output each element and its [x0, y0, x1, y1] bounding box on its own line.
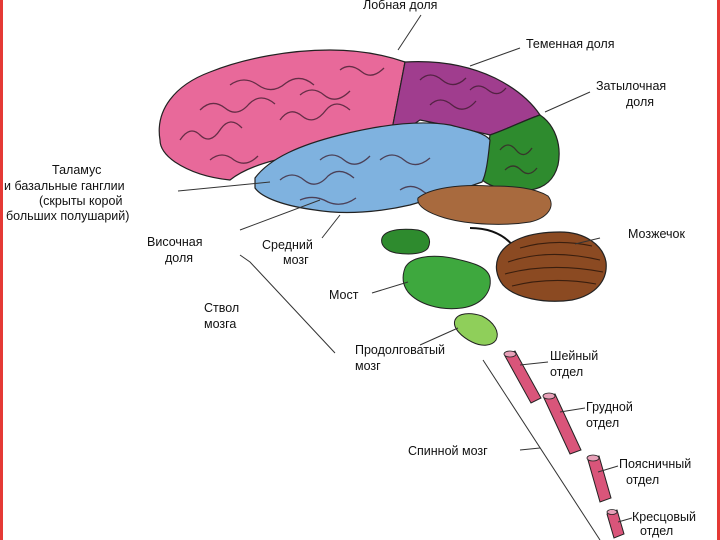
spinal-lumbar	[586, 454, 612, 503]
spinal-cord-leader	[519, 447, 541, 451]
label-pons: Мост	[329, 288, 359, 302]
label-midbrain-2: мозг	[283, 253, 309, 267]
label-thalamus-3: (скрыты корой	[39, 194, 122, 208]
label-temporal-2: доля	[165, 251, 193, 265]
label-occipital-2: доля	[626, 95, 654, 109]
midbrain	[381, 228, 431, 255]
label-thalamus-1: Таламус	[52, 163, 101, 177]
label-midbrain-1: Средний	[262, 238, 313, 252]
spinal-sacral	[606, 509, 625, 539]
spinal-cord-bracket	[482, 359, 601, 540]
spinal-cervical	[503, 350, 542, 404]
label-temporal-1: Височная	[147, 235, 203, 249]
label-frontal: Лобная доля	[363, 0, 437, 12]
label-lumbar-2: отдел	[626, 473, 659, 487]
label-cerebellum: Мозжечок	[628, 227, 685, 241]
label-lumbar-1: Поясничный	[619, 457, 691, 471]
cerebellum-in-place	[417, 185, 552, 225]
label-occipital-1: Затылочная	[596, 79, 666, 93]
brain-sulci	[179, 65, 538, 205]
label-spinal-cord: Спинной мозг	[408, 444, 488, 458]
left-border	[0, 0, 3, 540]
leader-lines	[177, 14, 633, 523]
label-cervical-2: отдел	[550, 365, 583, 379]
temporal-lobe	[254, 122, 491, 214]
cerebellum-folia	[504, 241, 604, 287]
right-border	[717, 0, 720, 540]
label-thalamus-2: и базальные ганглии	[4, 179, 125, 193]
label-cervical-1: Шейный	[550, 349, 598, 363]
medulla	[453, 313, 498, 346]
label-medulla-2: мозг	[355, 359, 381, 373]
brainstem-bracket	[239, 254, 336, 354]
label-parietal: Теменная доля	[526, 37, 614, 51]
label-sacral-1: Кресцовый	[632, 510, 696, 524]
label-thalamus-4: больших полушарий)	[6, 209, 129, 223]
label-brainstem-1: Ствол	[204, 301, 239, 315]
label-thoracic-1: Грудной	[586, 400, 633, 414]
label-sacral-2: отдел	[640, 524, 673, 538]
label-medulla-1: Продолговатый	[355, 343, 445, 357]
pons	[402, 255, 491, 310]
label-brainstem-2: мозга	[204, 317, 236, 331]
label-thoracic-2: отдел	[586, 416, 619, 430]
spinal-thoracic	[542, 392, 582, 455]
